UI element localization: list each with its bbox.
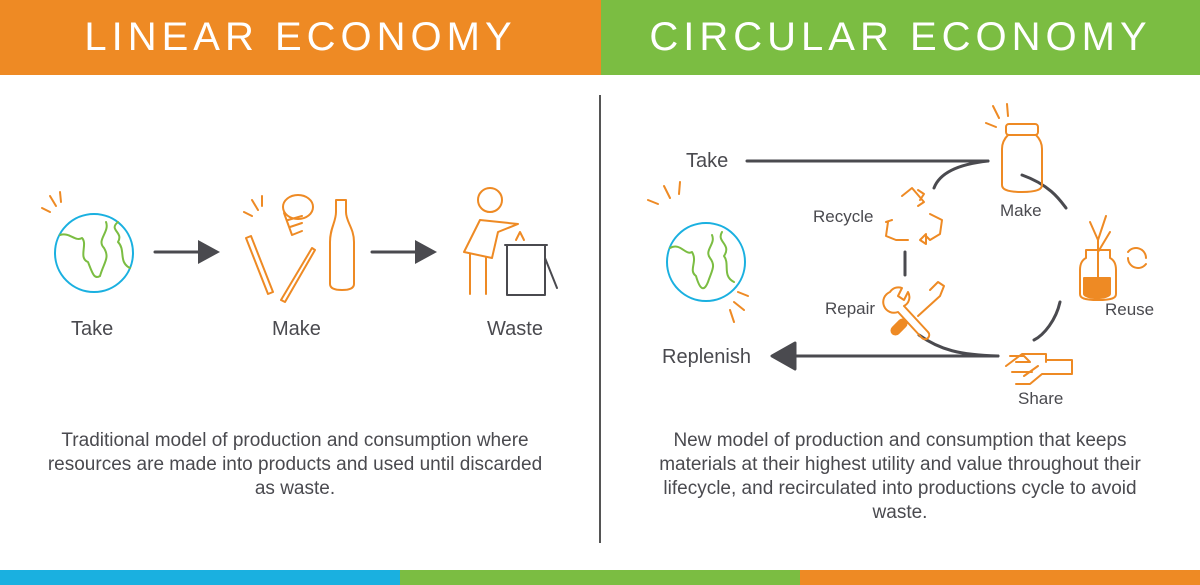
share-label: Share bbox=[1018, 389, 1064, 408]
footer-bar-green bbox=[400, 570, 800, 585]
reuse-label: Reuse bbox=[1105, 300, 1155, 319]
linear-economy-header: LINEAR ECONOMY bbox=[0, 0, 601, 75]
products-icon bbox=[243, 194, 355, 303]
globe-icon bbox=[41, 191, 134, 293]
waste-icon bbox=[463, 187, 558, 296]
make-label: Make bbox=[1000, 201, 1042, 220]
circular-take-label: Take bbox=[686, 150, 729, 172]
jar-icon bbox=[985, 103, 1043, 193]
linear-title: LINEAR ECONOMY bbox=[84, 15, 517, 59]
share-hands-icon bbox=[1005, 353, 1073, 385]
arrow-icon bbox=[153, 240, 437, 264]
circular-economy-header: CIRCULAR ECONOMY bbox=[601, 0, 1200, 75]
footer-bar-orange bbox=[800, 570, 1200, 585]
divider bbox=[599, 95, 601, 543]
reuse-jar-icon bbox=[1079, 215, 1147, 301]
linear-make-label: Make bbox=[272, 318, 321, 340]
linear-waste-label: Waste bbox=[487, 318, 543, 340]
footer-bar-blue bbox=[0, 570, 400, 585]
circular-title: CIRCULAR ECONOMY bbox=[649, 15, 1152, 59]
repair-tools-icon bbox=[882, 281, 945, 341]
recycle-icon bbox=[885, 187, 943, 245]
globe-icon-circular bbox=[647, 181, 749, 323]
replenish-label: Replenish bbox=[662, 346, 751, 368]
recycle-label: Recycle bbox=[813, 207, 874, 226]
circular-description: New model of production and consumption … bbox=[659, 430, 1141, 523]
repair-label: Repair bbox=[825, 299, 876, 318]
linear-description: Traditional model of production and cons… bbox=[47, 430, 543, 499]
cycle-lines bbox=[745, 159, 1068, 371]
linear-take-label: Take bbox=[71, 318, 114, 340]
